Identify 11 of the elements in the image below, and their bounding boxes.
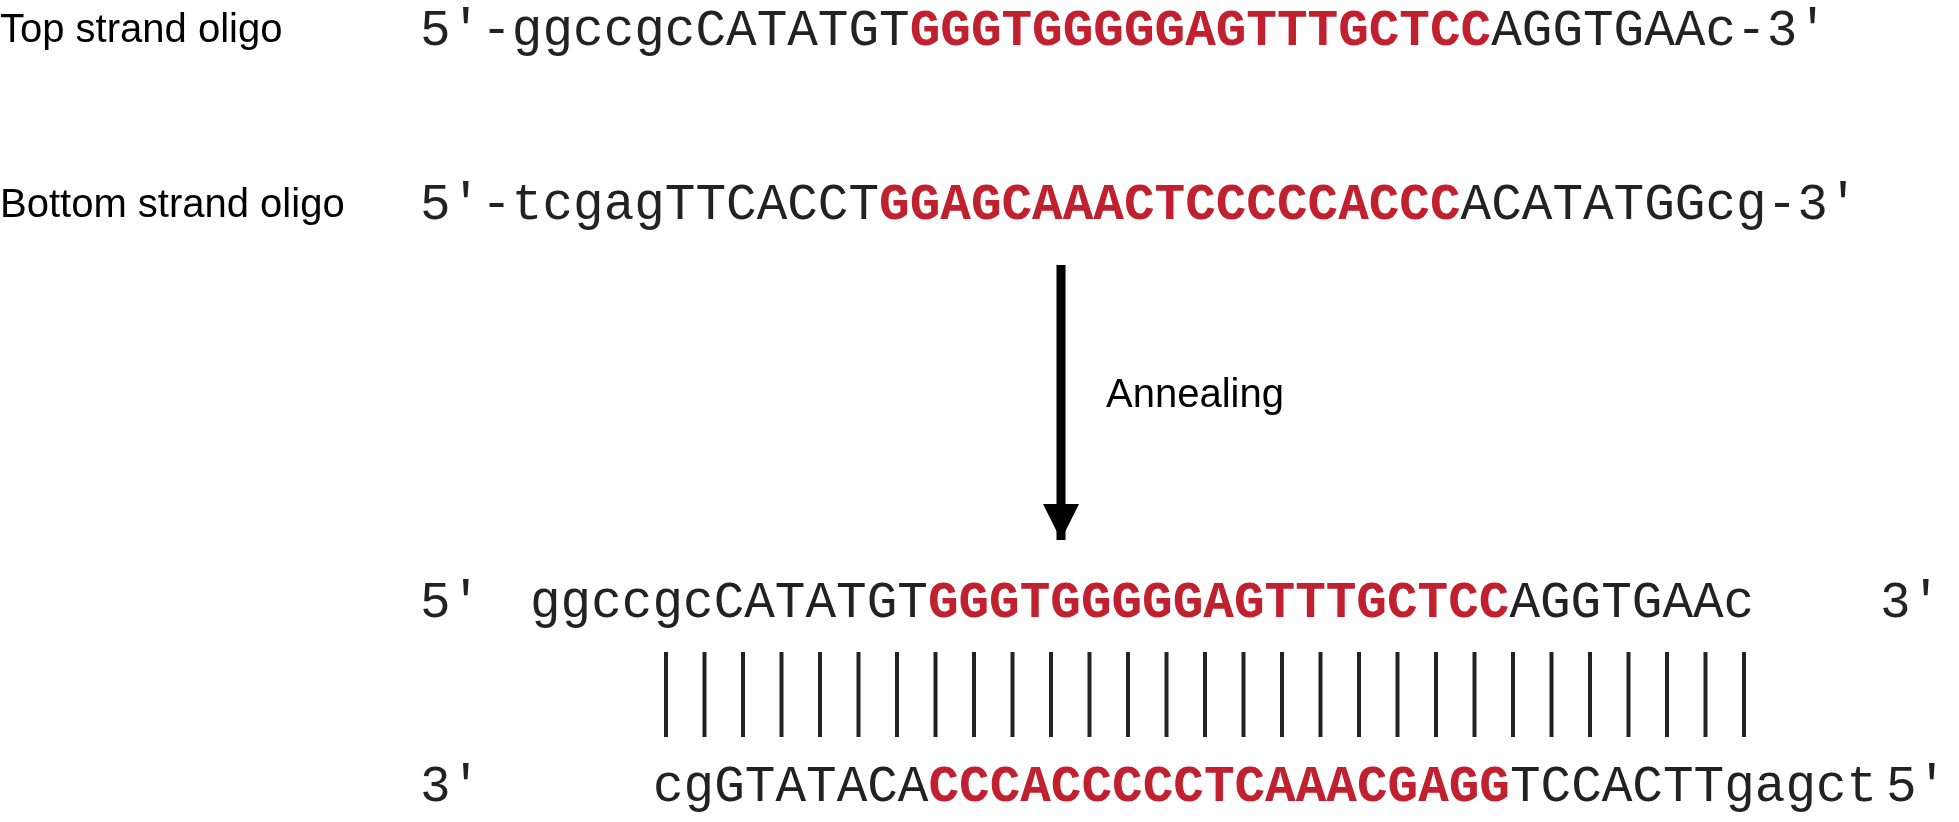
strand-end-label: 5′ xyxy=(420,578,482,629)
dna-sequence: cgGTATACACCCACCCCCTCAAACGAGGTCCACTTgagct xyxy=(653,762,1878,813)
dna-sequence: 5′-tcgagTTCACCTGGAGCAAACTCCCCCACCCACATATGGcg-3′ xyxy=(420,180,1859,231)
strand-end-label: 3′ xyxy=(420,762,482,813)
strand-label: Top strand oligo xyxy=(0,8,283,48)
strand-end-label: 3′ xyxy=(1880,578,1942,629)
strand-label: Bottom strand oligo xyxy=(0,183,345,223)
arrow xyxy=(1043,265,1079,540)
strand-end-label: 5′ xyxy=(1886,762,1948,813)
dna-sequence: 5′-ggccgcCATATGTGGGTGGGGGAGTTTGCTCCAGGTGAAc-3′ xyxy=(420,6,1828,57)
dna-sequence: ggccgcCATATGTGGGTGGGGGAGTTTGCTCCAGGTGAAc xyxy=(530,578,1755,629)
